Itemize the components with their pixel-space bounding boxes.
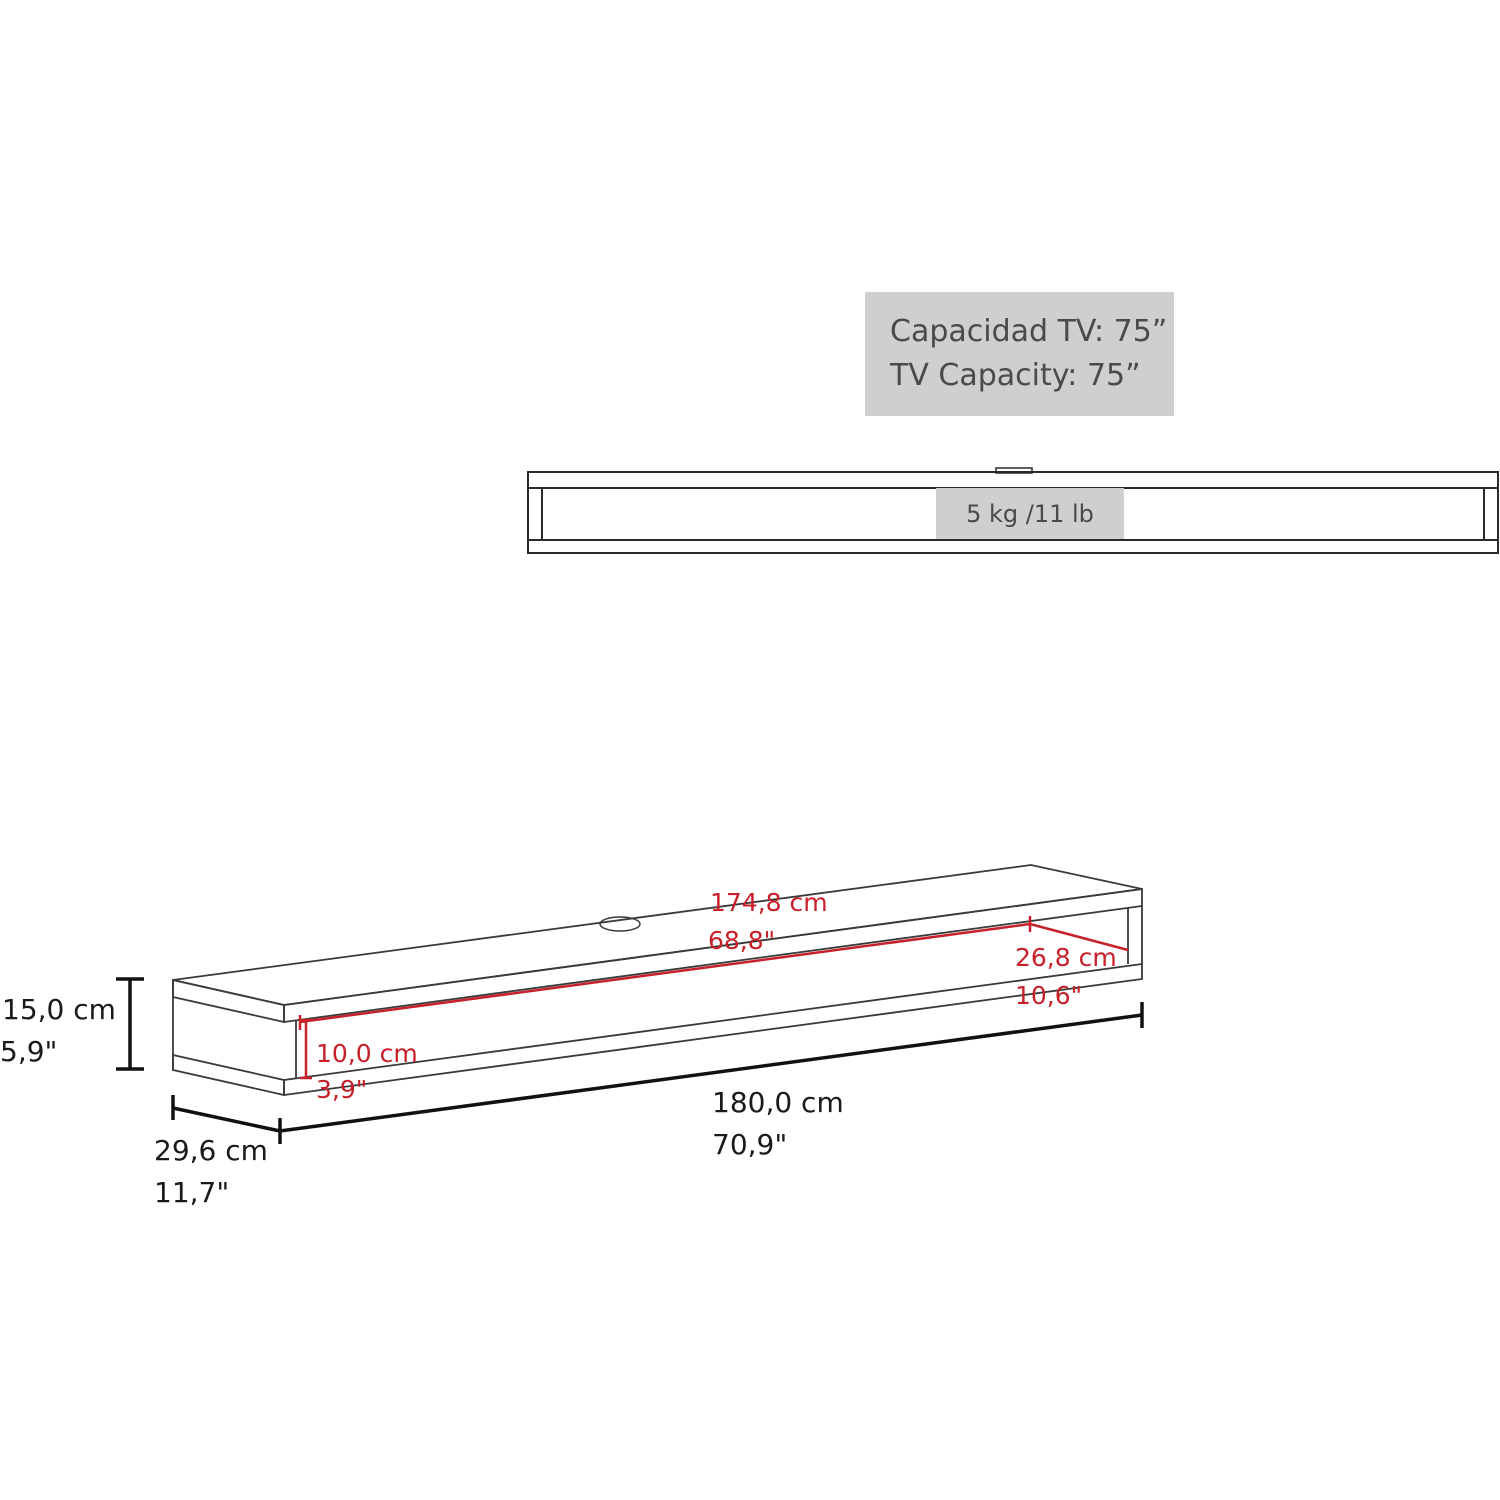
outer-dimension-lines: [116, 977, 1144, 1144]
inner-dimension-lines: [298, 916, 1129, 1080]
depth-in: 11,7": [154, 1176, 230, 1209]
isometric-view: [172, 864, 1143, 1097]
cable-hole-icon: [599, 916, 641, 932]
inner-width-in: 68,8": [708, 926, 776, 955]
inner-width-cm: 174,8 cm: [710, 888, 828, 917]
bottom-panel-edge: [283, 962, 1143, 1097]
width-dimension-line: [279, 1013, 1143, 1133]
bottom-panel-left-edge: [172, 1053, 285, 1097]
shelf-load-label: 5 kg /11 lb: [936, 488, 1124, 539]
top-panel-left-edge: [172, 978, 285, 1024]
inner-height-cm: 10,0 cm: [316, 1039, 418, 1068]
width-cm: 180,0 cm: [712, 1086, 844, 1119]
tv-capacity-box: Capacidad TV: 75” TV Capacity: 75”: [865, 292, 1174, 416]
front-view-outline: [527, 471, 1499, 554]
height-in: 5,9": [0, 1035, 58, 1068]
cable-grommet-icon: [995, 467, 1033, 474]
tv-capacity-english: TV Capacity: 75”: [890, 358, 1141, 393]
inner-depth-in: 10,6": [1015, 981, 1083, 1010]
height-cm: 15,0 cm: [2, 993, 116, 1026]
inner-depth-cm: 26,8 cm: [1015, 943, 1117, 972]
depth-cm: 29,6 cm: [154, 1134, 268, 1167]
tv-capacity-spanish: Capacidad TV: 75”: [890, 314, 1168, 349]
inner-height-in: 3,9": [316, 1075, 368, 1104]
inner-width-line: [299, 922, 1031, 1024]
inner-depth-line: [1029, 922, 1129, 952]
width-in: 70,9": [712, 1128, 788, 1161]
depth-dimension-line: [172, 1106, 281, 1133]
